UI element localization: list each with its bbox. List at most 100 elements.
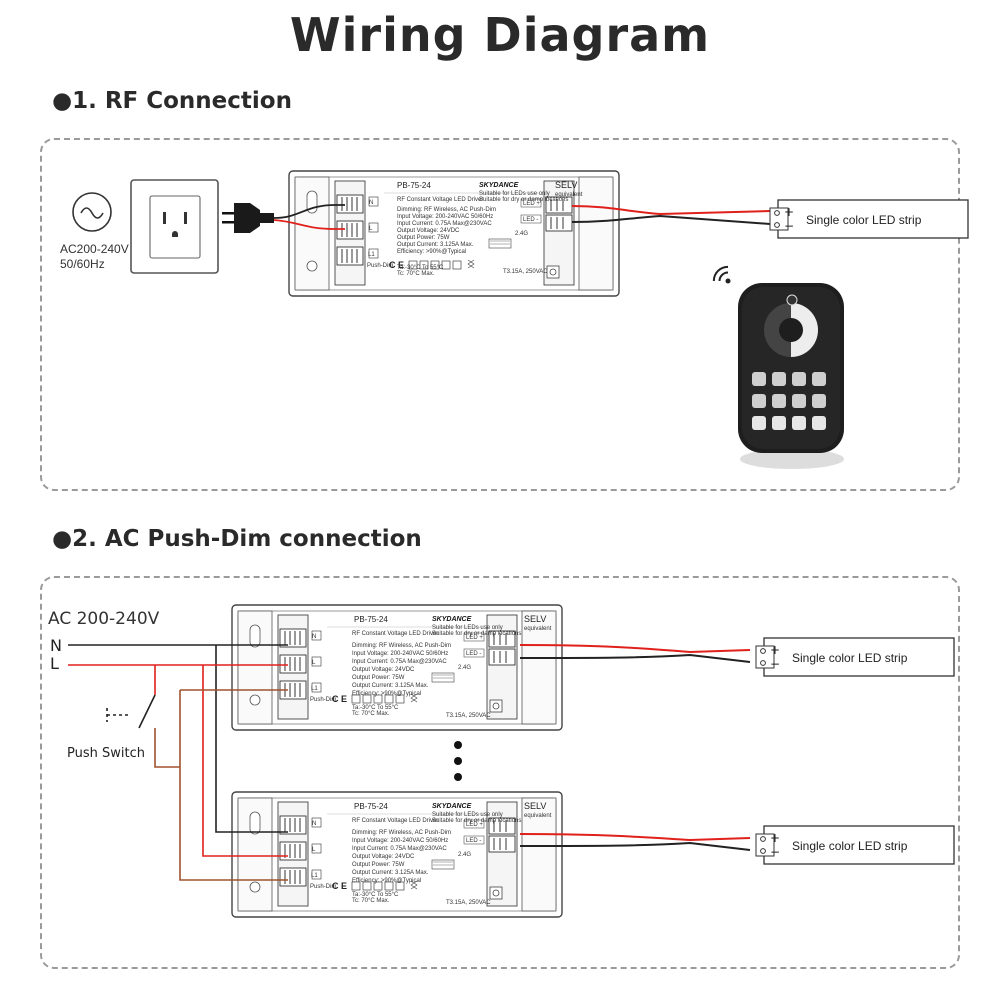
driver-2-fuse: T3.15A, 250VAC <box>446 713 491 719</box>
driver-3-terminal-l1: L1 <box>311 873 318 879</box>
driver-1-terminal-n: N <box>369 200 373 206</box>
s2-live-label: L <box>50 654 59 673</box>
driver-2-temp-ambient: Ta:-30°C To 55°C <box>352 705 399 711</box>
driver-2-temp-case: Tc: 70°C Max. <box>352 711 390 717</box>
push-switch-icon <box>106 694 156 729</box>
driver-1-subtitle: RF Constant Voltage LED Driver <box>397 197 483 203</box>
driver-2-spec-efficiency: Efficiency: >90%@Typical <box>352 691 421 697</box>
driver-1-temp-case: Tc: 70°C Max. <box>397 271 435 277</box>
wall-outlet-icon <box>130 179 219 274</box>
driver-3-led-minus: LED - <box>466 838 481 844</box>
continuation-dot <box>454 773 462 781</box>
remote-button[interactable] <box>772 416 786 430</box>
driver-1-freq: 2.4G <box>515 231 528 237</box>
driver-3-spec-output-power: Output Power: 75W <box>352 862 405 868</box>
driver-1-led-plus: LED + <box>523 201 540 207</box>
driver-1-spec-input-voltage: Input Voltage: 200-240VAC 50/60Hz <box>397 214 493 220</box>
driver-2-spec-dimming: Dimming: RF Wireless, AC Push-Dim <box>352 643 451 649</box>
remote-button[interactable] <box>812 416 826 430</box>
driver-3-suitable-2: Suitable for dry or damp locations <box>432 818 521 824</box>
driver-2-freq: 2.4G <box>458 665 471 671</box>
driver-1-terminal-l1: L1 <box>368 252 375 258</box>
ac-source-voltage: AC200-240V <box>60 242 129 256</box>
driver-3-suitable-1: Suitable for LEDs use only <box>432 812 503 818</box>
driver-2-model: PB-75-24 <box>354 615 388 624</box>
driver-2-subtitle: RF Constant Voltage LED Driver <box>352 631 438 637</box>
remote-button[interactable] <box>752 416 766 430</box>
page-title: Wiring Diagram <box>289 8 711 62</box>
driver-1-brand: SKYDANCE <box>479 182 519 189</box>
remote-button[interactable] <box>792 394 806 408</box>
driver-3-input-label: Push-Dim <box>310 884 336 890</box>
remote-button[interactable] <box>792 372 806 386</box>
remote-button[interactable] <box>752 394 766 408</box>
driver-3-temp-ambient: Ta:-30°C To 55°C <box>352 892 399 898</box>
s2-neutral-label: N <box>50 636 62 655</box>
continuation-dot <box>454 757 462 765</box>
power-plug-icon <box>222 203 274 233</box>
driver-3-spec-efficiency: Efficiency: >90%@Typical <box>352 878 421 884</box>
driver-2-spec-output-voltage: Output Voltage: 24VDC <box>352 667 415 673</box>
s1-wire-neutral <box>273 204 345 219</box>
driver-2-input-label: Push-Dim <box>310 697 336 703</box>
driver-2-terminal-n: N <box>312 634 316 640</box>
driver-2-suitable-1: Suitable for LEDs use only <box>432 625 503 631</box>
driver-1-selv-sub: equivalent <box>555 192 583 198</box>
driver-1-spec-output-current: Output Current: 3.125A Max. <box>397 242 474 248</box>
remote-button[interactable] <box>752 372 766 386</box>
driver-1-spec-output-voltage: Output Voltage: 24VDC <box>397 228 460 234</box>
remote-button[interactable] <box>772 394 786 408</box>
driver-3-model: PB-75-24 <box>354 802 388 811</box>
ac-source-icon <box>72 192 112 232</box>
driver-3-terminal-l: L <box>312 847 316 853</box>
driver-2-selv: SELV <box>524 614 546 624</box>
driver-1-spec-dimming: Dimming: RF Wireless, AC Push-Dim <box>397 207 496 213</box>
s2-driver-3-led-plus-wire <box>519 833 751 842</box>
driver-1-input-label: Push-Dim <box>367 263 393 269</box>
led-strip-3-label: Single color LED strip <box>792 839 908 853</box>
s2-driver-3-led-minus-wire <box>519 841 751 851</box>
driver-1-led-minus: LED - <box>523 217 538 223</box>
driver-2-led-plus: LED + <box>466 635 483 641</box>
driver-3-freq: 2.4G <box>458 852 471 858</box>
remote-button[interactable] <box>772 372 786 386</box>
driver-3-spec-output-current: Output Current: 3.125A Max. <box>352 870 429 876</box>
driver-3-spec-output-voltage: Output Voltage: 24VDC <box>352 854 415 860</box>
remote-button[interactable] <box>812 372 826 386</box>
driver-3-temp-case: Tc: 70°C Max. <box>352 898 390 904</box>
driver-3-subtitle: RF Constant Voltage LED Driver <box>352 818 438 824</box>
s2-driver-2-led-plus-wire <box>519 644 751 654</box>
driver-2-spec-output-current: Output Current: 3.125A Max. <box>352 683 429 689</box>
driver-1-spec-efficiency: Efficiency: >90%@Typical <box>397 249 466 255</box>
push-switch-label: Push Switch <box>67 746 145 761</box>
driver-3-terminal-n: N <box>312 821 316 827</box>
driver-2-spec-input-voltage: Input Voltage: 200-240VAC 50/60Hz <box>352 651 448 657</box>
section-2-heading: ●2. AC Push-Dim connection <box>52 526 422 552</box>
remote-button[interactable] <box>812 394 826 408</box>
rf-remote-control <box>738 283 844 469</box>
s1-wire-led-minus <box>571 214 771 225</box>
s1-wire-live <box>273 219 345 230</box>
push-dim-panel <box>40 576 960 969</box>
led-strip-2-label: Single color LED strip <box>792 651 908 665</box>
led-strip-1-label: Single color LED strip <box>806 213 922 227</box>
driver-3-spec-dimming: Dimming: RF Wireless, AC Push-Dim <box>352 830 451 836</box>
driver-1-temp-ambient: Ta:-30°C To 55°C <box>397 265 444 271</box>
s1-wire-led-plus <box>571 205 771 216</box>
driver-3-brand: SKYDANCE <box>432 803 472 810</box>
wireless-signal-icon <box>712 265 731 284</box>
driver-1-model: PB-75-24 <box>397 181 431 190</box>
section-1-heading: ●1. RF Connection <box>52 88 292 114</box>
driver-2-terminal-l1: L1 <box>311 686 318 692</box>
rf-connection-panel <box>40 138 960 491</box>
driver-2-led-minus: LED - <box>466 651 481 657</box>
s2-supply-label: AC 200-240V <box>48 609 160 629</box>
driver-3-selv-sub: equivalent <box>524 813 552 819</box>
remote-button[interactable] <box>792 416 806 430</box>
driver-2-selv-sub: equivalent <box>524 626 552 632</box>
driver-1-spec-output-power: Output Power: 75W <box>397 235 450 241</box>
driver-1-suitable-2: Suitable for dry or damp locations <box>479 197 568 203</box>
driver-2-spec-input-current: Input Current: 0.75A Max@230VAC <box>352 659 447 665</box>
driver-3-fuse: T3.15A, 250VAC <box>446 900 491 906</box>
